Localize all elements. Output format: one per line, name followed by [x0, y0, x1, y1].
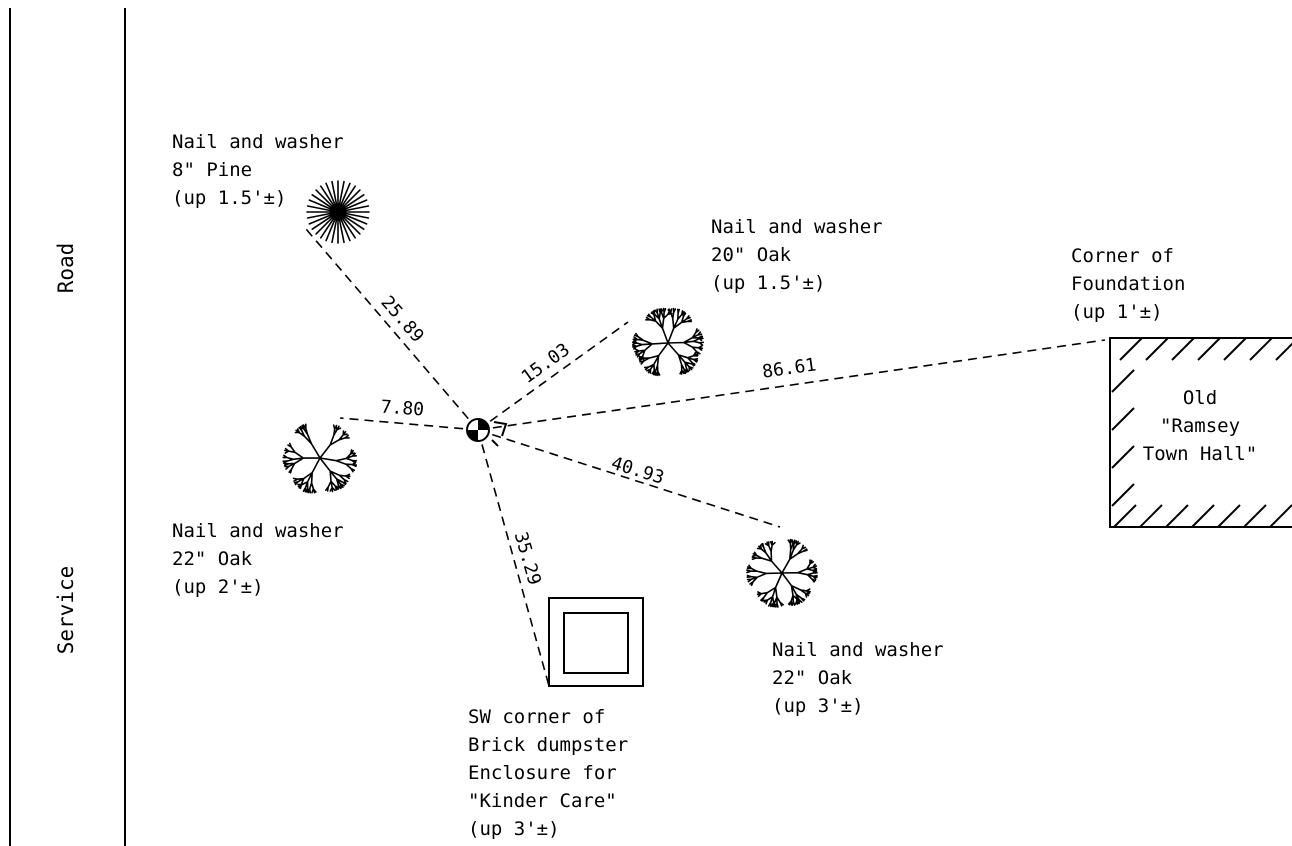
building-label-line2: "Ramsey — [1160, 415, 1240, 437]
service-label: Service — [54, 566, 78, 655]
distance-label-foundation: 86.61 — [761, 354, 818, 382]
oak22-left-label-line2: 22" Oak — [172, 548, 253, 570]
oak20-label-line3: (up 1.5'±) — [711, 272, 825, 294]
oak22-right-label-line2: 22" Oak — [772, 667, 853, 689]
oak20-label-line2: 20" Oak — [711, 244, 792, 266]
oak22-left-label-line3: (up 2'±) — [172, 576, 264, 598]
oak20-label-line1: Nail and washer — [711, 216, 883, 238]
distance-label-oak22-left: 7.80 — [380, 397, 425, 421]
tie-line-oak22-left — [339, 417, 479, 431]
tie-line-foundation — [477, 339, 1106, 431]
building-label-line1: Old — [1183, 387, 1217, 409]
dumpster-enclosure — [548, 597, 644, 687]
foundation-label-line1: Corner of — [1071, 245, 1174, 267]
distance-label-oak22-right: 40.93 — [609, 453, 667, 489]
dumpster-label-line3: Enclosure for — [468, 762, 617, 784]
oak22-right-label-line3: (up 3'±) — [772, 695, 864, 717]
foundation-label-line2: Foundation — [1071, 273, 1185, 295]
control-point-symbol — [466, 418, 508, 447]
pine-tree-icon — [306, 180, 370, 244]
road-label: Road — [54, 243, 78, 294]
oak-tree-icon — [632, 307, 704, 377]
dumpster-label-line2: Brick dumpster — [468, 734, 628, 756]
oak-tree-icon — [282, 423, 358, 494]
distance-label-pine: 25.89 — [376, 292, 427, 347]
oak-tree-icon — [746, 538, 818, 608]
pine-label-line1: Nail and washer — [172, 131, 344, 153]
pine-label-line2: 8" Pine — [172, 159, 252, 181]
oak22-right-label-line1: Nail and washer — [772, 639, 944, 661]
town-hall-building — [1109, 337, 1292, 528]
pine-label-line3: (up 1.5'±) — [172, 187, 286, 209]
tie-line-oak22-right — [477, 429, 781, 528]
building-label-line3: Town Hall" — [1143, 443, 1257, 465]
tie-line-oak20 — [477, 321, 629, 431]
dumpster-label-line1: SW corner of — [468, 706, 605, 728]
foundation-label-line3: (up 1'±) — [1071, 301, 1163, 323]
dumpster-label-line4: "Kinder Care" — [468, 790, 617, 812]
dumpster-label-line5: (up 3'±) — [468, 818, 560, 840]
distance-label-dumpster: 35.29 — [510, 530, 545, 588]
oak22-left-label-line1: Nail and washer — [172, 520, 344, 542]
